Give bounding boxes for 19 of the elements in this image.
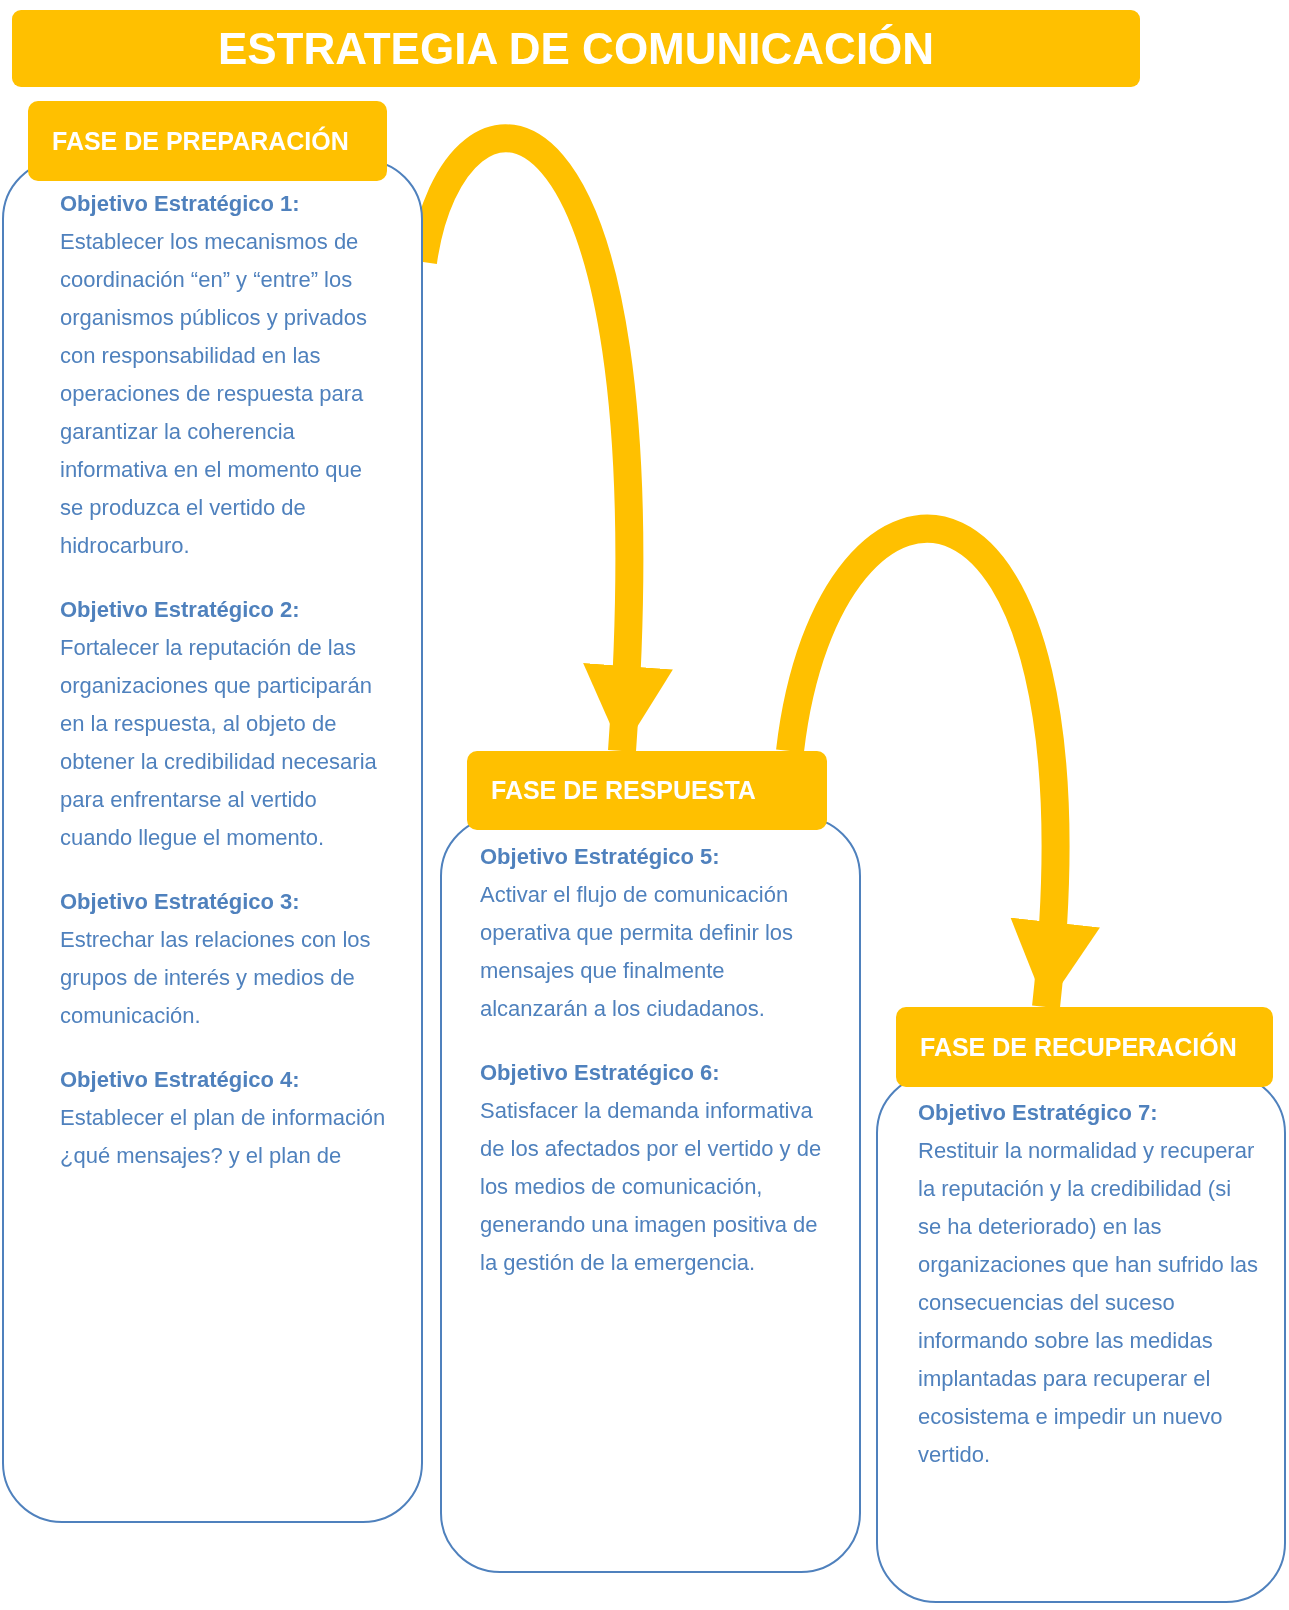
objective-heading: Objetivo Estratégico 4: [60, 1066, 301, 1094]
objective-heading: Objetivo Estratégico 5: [480, 843, 721, 871]
objective-text: Estrechar las relaciones con los grupos de interés y medios de comunicación. [60, 926, 372, 1030]
phase-header-tab: FASE DE RECUPERACIÓN [896, 1007, 1273, 1087]
objective-text: Establecer el plan de información ¿qué mensajes? y el plan de [60, 1104, 387, 1170]
objective-heading: Objetivo Estratégico 3: [60, 888, 301, 916]
objective-heading: Objetivo Estratégico 1: [60, 190, 301, 218]
objective-text: Restituir la normalidad y recuperar la reputación y la credibilidad (si se ha deteriorado) en las organizaciones que han sufrido las consecuencias del suceso informando sobre las medidas implantadas para recuperar el ecosistema e impedir un nuevo vertido. [918, 1137, 1258, 1469]
objective-text: Fortalecer la reputación de las organizaciones que participarán en la respuesta, al objeto de obtener la credibilidad necesaria para enfrentarse al vertido cuando llegue el momento. [60, 634, 378, 852]
objective-text: Establecer los mecanismos de coordinación “en” y “entre” los organismos públicos y privados con responsabilidad en las operaciones de respuesta para garantizar la coherencia informativa en el momento que se produzca el vertido de hidrocarburo. [60, 228, 368, 560]
phase-header-tab: FASE DE PREPARACIÓN [28, 101, 387, 181]
objective-text: Satisfacer la demanda informativa de los afectados por el vertido y de los medios de comunicación, generando una imagen positiva de la gestión de la emergencia. [480, 1097, 823, 1277]
curved-arrow [776, 515, 1097, 1008]
phase-header-tab: FASE DE RESPUESTA [467, 751, 827, 830]
title-banner: ESTRATEGIA DE COMUNICACIÓN [12, 10, 1140, 87]
objective-heading: Objetivo Estratégico 7: [918, 1099, 1159, 1127]
objective-heading: Objetivo Estratégico 2: [60, 596, 301, 624]
objective-heading: Objetivo Estratégico 6: [480, 1059, 721, 1087]
objective-text: Activar el flujo de comunicación operativa que permita definir los mensajes que finalmente alcanzarán a los ciudadanos. [480, 881, 795, 1023]
